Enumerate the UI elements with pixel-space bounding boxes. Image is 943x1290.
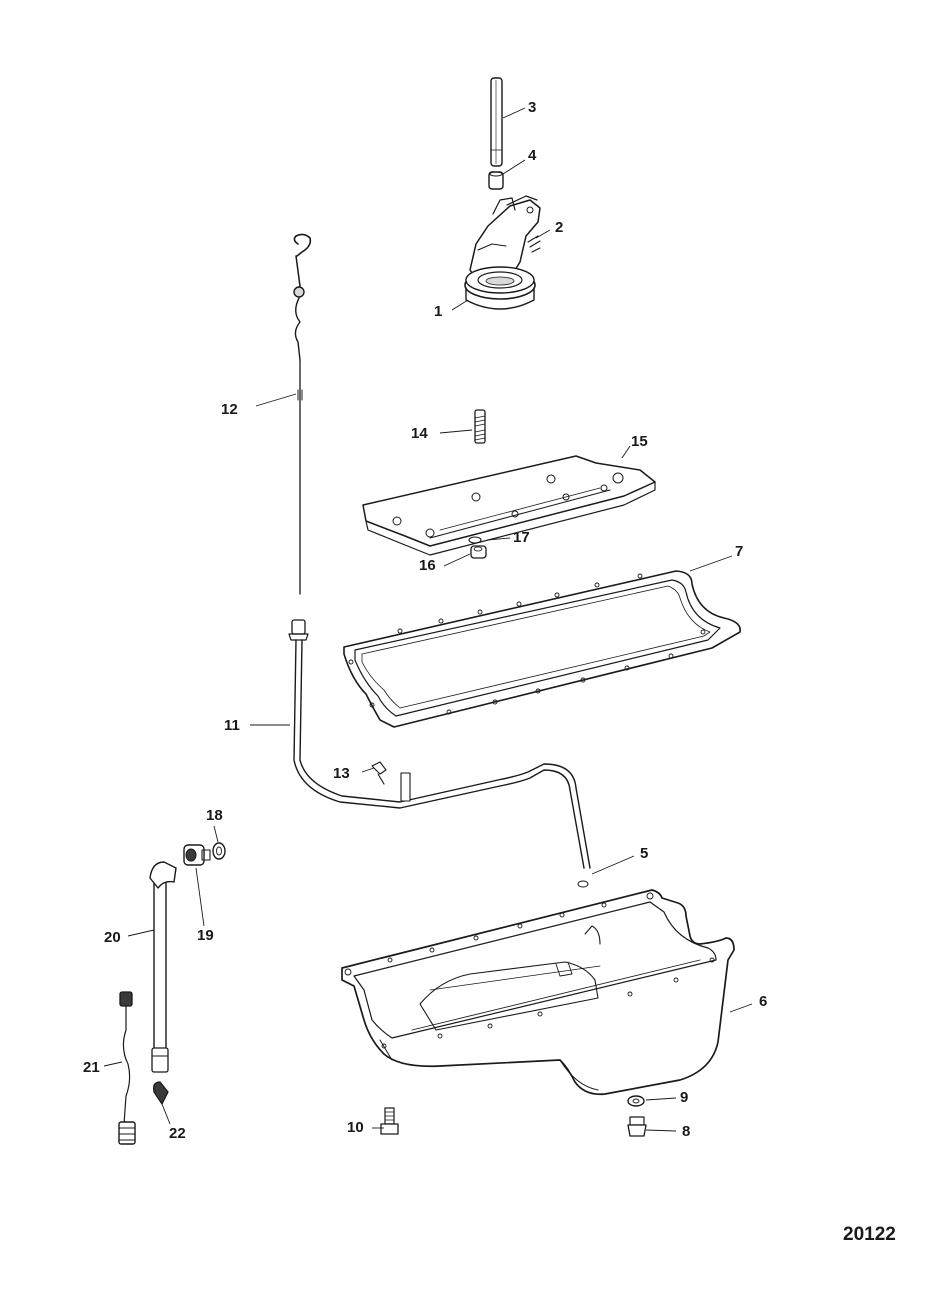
callout-13: 13: [333, 765, 350, 782]
part-12-dipstick: [293, 233, 312, 595]
callout-8: 8: [682, 1123, 691, 1140]
callout-9: 9: [680, 1089, 689, 1106]
figure-number: 20122: [843, 1224, 896, 1245]
part-10-bolt: [380, 1107, 399, 1135]
callout-17: 17: [513, 529, 530, 546]
callout-2: 2: [555, 219, 564, 236]
callout-22: 22: [169, 1125, 186, 1142]
callout-16: 16: [419, 557, 436, 574]
part-2-screws: [527, 235, 541, 253]
leader-lines: [103, 107, 753, 1132]
callout-7: 7: [735, 543, 744, 560]
part-3-pump-shaft: [490, 77, 503, 167]
callout-12: 12: [221, 401, 238, 418]
callout-11: 11: [224, 717, 240, 734]
callout-1: 1: [434, 303, 443, 320]
part-18-washer: [212, 842, 226, 860]
callout-18: 18: [206, 807, 223, 824]
part-13-clip: [371, 761, 387, 785]
callout-21: 21: [83, 1059, 100, 1076]
part-20-drain-tube: [149, 861, 177, 1073]
callout-5: 5: [640, 845, 649, 862]
callout-4: 4: [528, 147, 537, 164]
part-21-drain-plug: [118, 991, 136, 1145]
part-11-dipstick-tube: [288, 619, 591, 888]
part-6-oil-pan: [341, 889, 735, 1096]
part-15-windage-tray: [362, 455, 656, 556]
part-16-17-nut-washer: [468, 536, 487, 559]
callout-14: 14: [411, 425, 428, 442]
callout-3: 3: [528, 99, 537, 116]
part-9-drain-washer: [627, 1095, 645, 1107]
callout-6: 6: [759, 993, 768, 1010]
part-22-clamp: [152, 1081, 169, 1105]
callout-10: 10: [347, 1119, 364, 1136]
callout-20: 20: [104, 929, 121, 946]
part-1-oil-pump: [464, 195, 541, 310]
part-8-drain-plug: [627, 1116, 647, 1137]
callout-15: 15: [631, 433, 648, 450]
part-7-pan-gasket: [343, 570, 741, 728]
callout-19: 19: [197, 927, 214, 944]
part-19-fitting: [183, 844, 211, 866]
part-14-stud: [474, 409, 486, 444]
part-4-shaft-collar: [488, 171, 504, 190]
